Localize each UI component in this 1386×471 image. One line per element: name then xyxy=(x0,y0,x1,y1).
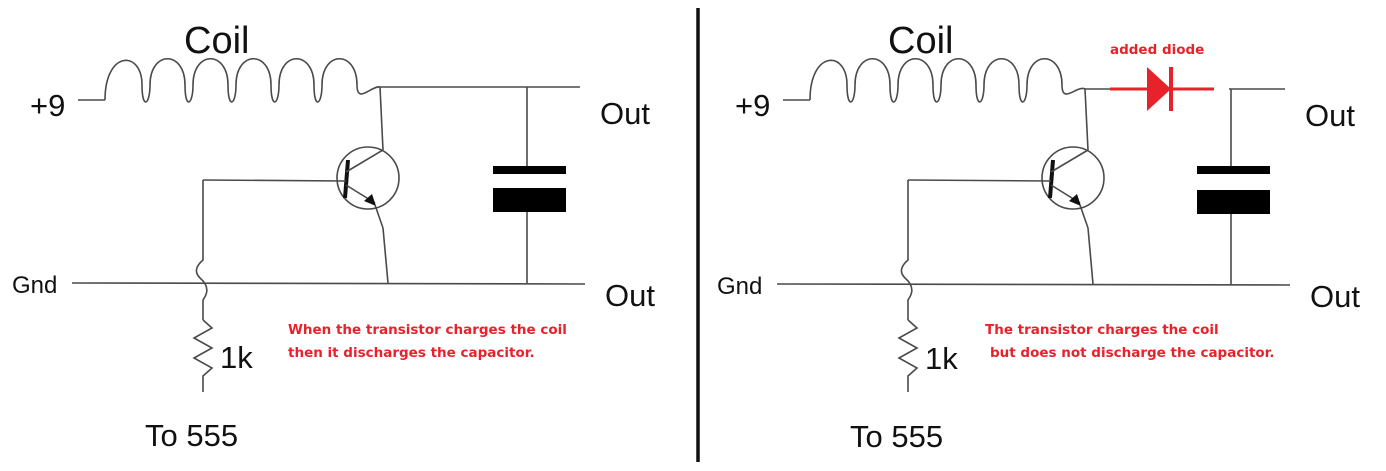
left-note-line2: then it discharges the capacitor. xyxy=(288,345,535,361)
left-coil-inductor xyxy=(104,58,381,103)
right-circuit: Coil +9 added diode Out Gnd Out xyxy=(717,20,1360,454)
left-emitter-wire-a xyxy=(374,204,384,229)
right-out-bottom-label: Out xyxy=(1310,279,1360,314)
left-emitter-arrow xyxy=(364,194,376,206)
right-supply-label: +9 xyxy=(735,88,770,123)
left-out-top-label: Out xyxy=(600,96,650,131)
right-emitter-arrow xyxy=(1069,194,1081,206)
left-collector-wire xyxy=(379,86,384,151)
right-emitter-wire-b xyxy=(1087,227,1094,285)
right-transistor-collector xyxy=(1050,149,1089,173)
right-collector-wire xyxy=(1084,88,1089,151)
right-transistor-body xyxy=(1041,146,1105,210)
left-resistor-label: 1k xyxy=(220,340,253,375)
right-note-line2: but does not discharge the capacitor. xyxy=(990,345,1275,361)
left-resistor-1k xyxy=(192,319,214,392)
left-base-wire xyxy=(202,179,347,182)
left-transistor-collector xyxy=(345,149,384,173)
left-capacitor-plate-top xyxy=(493,166,566,174)
left-ground-rail xyxy=(71,282,586,285)
left-note-line1: When the transistor charges the coil xyxy=(288,322,567,338)
right-crossover-wire xyxy=(900,228,913,320)
right-resistor-1k xyxy=(897,319,919,392)
right-base-wire xyxy=(907,179,1052,182)
right-note-line1: The transistor charges the coil xyxy=(985,322,1219,338)
right-ground-rail xyxy=(776,283,1291,286)
left-crossover-wire xyxy=(195,228,208,320)
left-circuit: Coil +9 Out Gnd Out 1k To 555 When the t… xyxy=(12,20,655,453)
right-capacitor-plate-bottom xyxy=(1197,190,1270,214)
right-emitter-wire-a xyxy=(1079,204,1089,229)
left-to555-label: To 555 xyxy=(145,418,238,453)
left-transistor-base-bar xyxy=(343,159,350,199)
left-out-bottom-label: Out xyxy=(605,278,655,313)
left-coil-label: Coil xyxy=(184,20,249,62)
right-coil-label: Coil xyxy=(888,20,953,62)
right-resistor-label: 1k xyxy=(925,341,958,376)
left-emitter-wire-b xyxy=(382,227,389,284)
right-to555-label: To 555 xyxy=(850,419,943,454)
left-capacitor-plate-bottom xyxy=(493,188,566,212)
right-capacitor-plate-top xyxy=(1197,166,1270,174)
right-diode-label: added diode xyxy=(1110,42,1204,58)
right-diode-symbol xyxy=(1147,67,1171,111)
left-transistor-body xyxy=(336,146,400,210)
left-supply-label: +9 xyxy=(30,88,65,123)
right-coil-inductor xyxy=(809,58,1086,103)
right-out-top-label: Out xyxy=(1305,98,1355,133)
left-gnd-label: Gnd xyxy=(12,272,57,299)
right-transistor-base-bar xyxy=(1048,159,1055,199)
right-gnd-label: Gnd xyxy=(717,273,762,300)
